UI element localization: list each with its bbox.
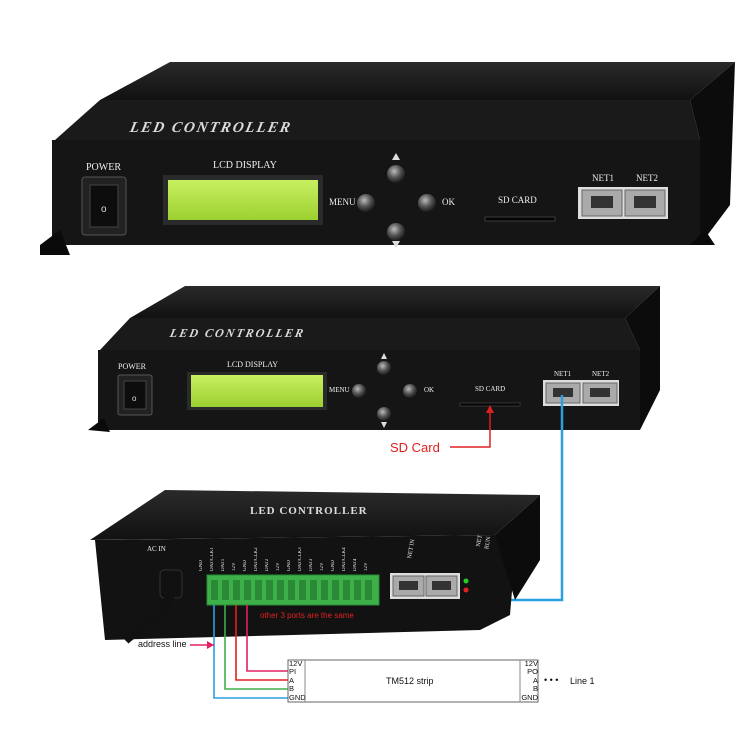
strip-pin-label: B [289,684,295,694]
lcd-display-label: LCD DISPLAY [227,360,279,369]
terminal-label: DAT/CLK4 [342,547,347,571]
ports-note: other 3 ports are the same [260,611,354,620]
sd-card-label: SD CARD [498,195,537,205]
down-button [387,223,405,241]
tm512-strip [287,659,539,703]
strip-pin-label: 12V [524,659,538,668]
net1-label: NET1 [554,370,572,378]
power-label: POWER [118,362,146,371]
strip-left-pins: 12V PI A B GND [289,659,306,702]
svg-text:o: o [132,394,137,403]
terminal-label: GND [331,560,336,571]
down-arrow-icon [392,241,400,248]
strip-pin-label: PO [527,667,538,677]
down-arrow-icon [381,422,387,428]
controller-back [90,490,540,644]
lcd-display-label: LCD DISPLAY [213,160,277,171]
net1-label: NET1 [592,173,614,183]
line-1-label: Line 1 [570,676,595,686]
menu-label: MENU [329,197,356,207]
strip-pin-label: GND [289,692,306,702]
terminal-label: DAT/CLK2 [254,547,259,571]
up-arrow-icon [392,153,400,160]
strip-right-pins: 12V PO A B GND [520,659,538,702]
address-line-label: address line [138,639,187,649]
ok-label: OK [442,197,455,207]
net2-label: NET2 [592,370,610,378]
sd-card-label: SD CARD [475,385,506,393]
controller-top: o [40,62,735,255]
controller-back-title: LED CONTROLLER [250,505,368,517]
terminal-label: GND [199,560,204,571]
up-arrow-icon [381,353,387,359]
ac-in-label: AC IN [147,545,166,553]
strip-pin-label: 12V [289,659,303,668]
ok-label: OK [424,386,435,394]
terminal-label: 12V [232,562,237,571]
terminal-label: GND [287,560,292,571]
strip-pin-label: GND [521,692,538,702]
strip-pin-label: A [532,675,538,685]
terminal-label: DAT3 [309,558,314,571]
sd-callout-line [450,410,491,448]
sd-slot [484,216,556,222]
strip-name: TM512 strip [386,676,434,686]
power-label: POWER [86,162,121,173]
terminal-label: DAT4 [353,558,358,571]
power-cable [121,593,175,644]
controller-mid-title: LED CONTROLLER [168,326,307,340]
controller-middle: o [88,286,660,448]
address-line-arrowhead-icon [207,641,214,649]
controller-top-title: LED CONTROLLER [128,120,294,136]
terminal-label: GND [243,560,248,571]
signal-wires [190,605,288,699]
terminal-label: 12V [276,562,281,571]
strip-pin-label: PI [289,667,297,677]
terminal-label: DAT1 [221,558,226,571]
terminal-label: DAT/CLK3 [298,547,303,571]
terminal-label: DAT2 [265,558,270,571]
strip-pin-label: B [532,684,538,694]
svg-text:o: o [101,204,107,215]
menu-button [357,194,375,212]
net-led [463,578,469,584]
terminal-label: DAT/CLK1 [210,547,215,571]
terminal-label: 12V [364,562,369,571]
up-button [387,165,405,183]
strip-pin-label: A [289,675,295,685]
terminal-label: 12V [320,562,325,571]
sd-card-callout: SD Card [390,440,440,455]
sd-callout-arrowhead-icon [486,405,494,413]
menu-label: MENU [329,386,350,394]
ok-button [418,194,436,212]
net2-label: NET2 [636,173,658,183]
terminal-labels: GND DAT/CLK1 DAT1 12V GND DAT/CLK2 DAT2 … [199,533,389,571]
continuation-dots: • • • [544,675,559,685]
run-led [463,587,469,593]
lcd-screen [168,180,318,220]
